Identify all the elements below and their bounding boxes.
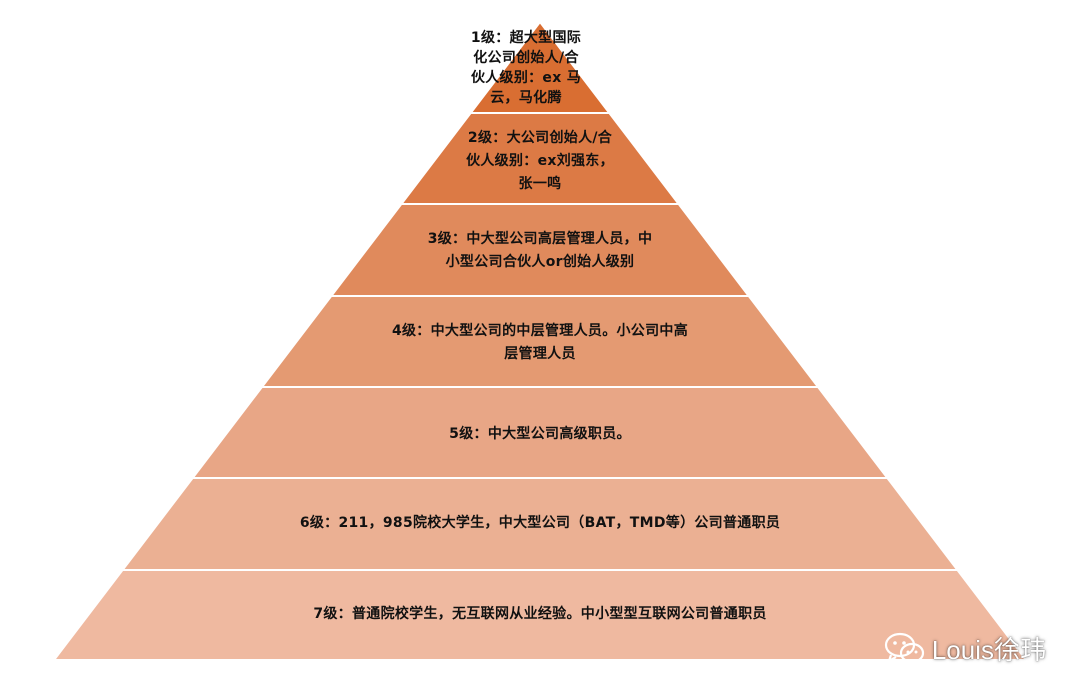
wechat-icon — [884, 632, 924, 666]
level-2-label: 2级：大公司创始人/合 伙人级别：ex刘强东， 张一鸣 — [466, 130, 614, 192]
level-5-label: 5级：中大型公司高级职员。 — [449, 426, 631, 442]
watermark: Louis徐玮 — [884, 630, 1046, 667]
level-4-label: 4级：中大型公司的中层管理人员。小公司中高 层管理人员 — [391, 323, 689, 362]
level-1-label: 1级：超大型国际 化公司创始人/合 伙人级别：ex 马 云，马化腾 — [470, 30, 582, 106]
level-6-label: 6级：211，985院校大学生，中大型公司（BAT，TMD等）公司普通职员 — [299, 515, 781, 531]
pyramid-tier-7 — [51, 569, 1029, 661]
watermark-text: Louis徐玮 — [931, 635, 1046, 665]
level-3-label: 3级：中大型公司高层管理人员，中 小型公司合伙人or创始人级别 — [427, 231, 653, 270]
level-7-label: 7级：普通院校学生，无互联网从业经验。中小型型互联网公司普通职员 — [313, 606, 767, 622]
